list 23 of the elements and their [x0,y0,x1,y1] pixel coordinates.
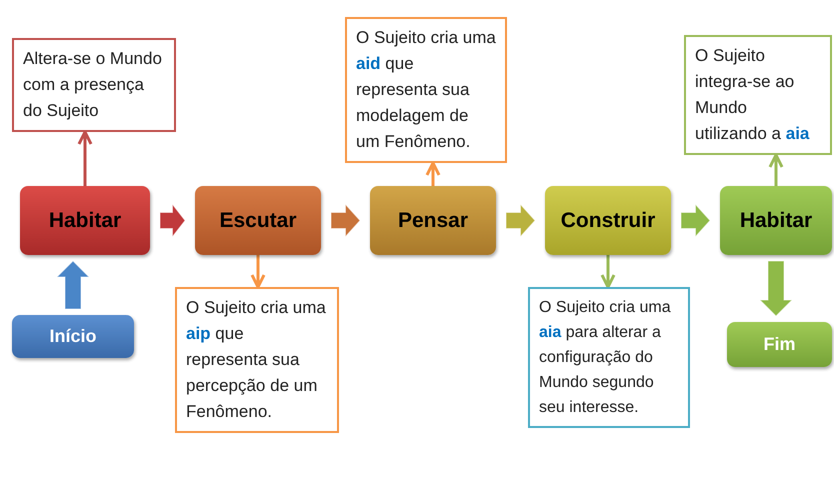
block-arrow [758,260,794,317]
arrow [250,255,266,288]
note-box: O Sujeito cria uma aip que representa sua percepção de um Fenômeno. [175,287,339,433]
arrow [78,130,92,186]
terminal-box: Fim [727,322,832,367]
note-box: O Sujeito cria uma aia para alterar a configuração do Mundo segundo seu interesse. [528,287,690,428]
block-arrow [680,203,711,238]
terminal-box: Início [12,315,134,358]
note-box: Altera-se o Mundo com a presença do Sujeito [12,38,176,132]
note-box: O Sujeito cria uma aid que representa sua modelagem de um Fenômeno. [345,17,507,163]
block-arrow [160,203,186,238]
arrow [768,154,784,186]
process-box: Habitar [720,186,832,255]
process-box: Habitar [20,186,150,255]
arrow [600,255,616,288]
process-box: Construir [545,186,671,255]
process-box: Escutar [195,186,321,255]
block-arrow [506,203,536,238]
block-arrow [56,260,90,310]
arrow [426,162,440,186]
process-box: Pensar [370,186,496,255]
block-arrow [330,203,361,238]
note-box: O Sujeito integra-se ao Mundo utilizando a aia [684,35,832,155]
